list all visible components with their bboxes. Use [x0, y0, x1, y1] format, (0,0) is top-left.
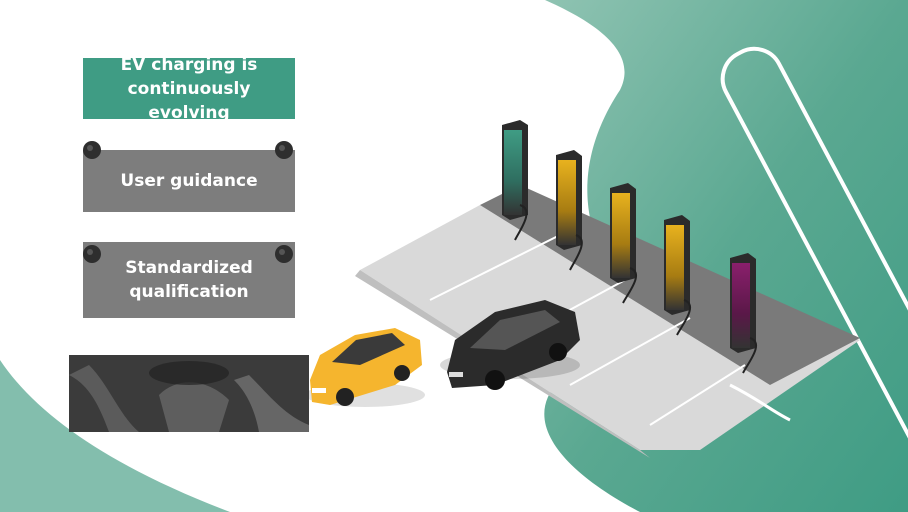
standardized-text: Standardized qualification	[125, 258, 253, 302]
charger-green	[502, 120, 528, 241]
evolving-card: EV charging is continuously evolving	[83, 55, 295, 123]
charger-yellow-3	[664, 215, 691, 336]
pushpin-icon	[275, 245, 293, 263]
car-black	[440, 300, 580, 390]
parking-lines	[429, 234, 746, 426]
charger-yellow-2	[610, 183, 637, 304]
charger-yellow-1	[556, 150, 583, 271]
phone-outline-icon	[720, 46, 908, 484]
user-guidance-text: User guidance	[120, 171, 258, 191]
car-yellow	[305, 328, 425, 407]
user-guidance-card: User guidance	[83, 150, 295, 212]
charging-cable	[729, 383, 791, 422]
pushpin-icon	[83, 245, 101, 263]
standardized-card: Standardized qualification	[83, 242, 295, 318]
charger-purple	[730, 253, 757, 374]
green-corner-shape	[0, 360, 230, 512]
pushpin-icon	[83, 141, 101, 159]
pushpin-icon	[275, 141, 293, 159]
video-thumbnail	[69, 355, 309, 432]
evolving-card-text: EV charging is continuously evolving	[120, 54, 258, 123]
